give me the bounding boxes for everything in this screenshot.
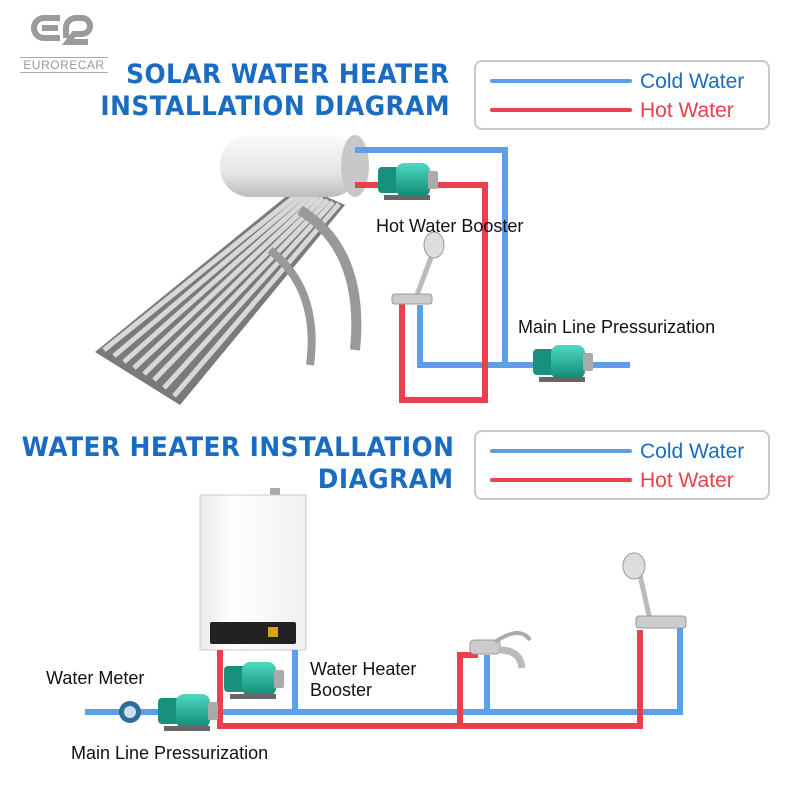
hot-water-booster-pump bbox=[378, 163, 438, 200]
hot-water-booster-label: Hot Water Booster bbox=[376, 216, 524, 236]
logo-text: EURORECAR bbox=[20, 57, 108, 73]
legend-hot-label: Hot Water bbox=[640, 469, 734, 492]
hot-water-pipes-solar bbox=[355, 182, 488, 403]
main-line-label-solar: Main Line Pressurization bbox=[518, 317, 716, 337]
hot-water-line bbox=[490, 478, 632, 482]
water-meter-label: Water Meter bbox=[46, 668, 145, 688]
brand-logo: EURORECAR bbox=[20, 12, 108, 73]
main-line-pump-solar bbox=[533, 345, 593, 382]
legend-hot-label: Hot Water bbox=[640, 99, 734, 122]
main-line-pump-heater bbox=[158, 694, 218, 731]
heater-title-line2: DIAGRAM bbox=[318, 464, 454, 495]
cold-water-line bbox=[490, 449, 632, 453]
faucet bbox=[469, 631, 532, 669]
logo-mark-icon bbox=[31, 15, 93, 45]
solar-collector bbox=[95, 185, 362, 405]
water-heater-booster-label-line2: Booster bbox=[310, 680, 373, 700]
water-heater-booster-pump bbox=[224, 662, 284, 699]
solar-title-line1: SOLAR WATER HEATER bbox=[126, 59, 450, 90]
main-line-label-heater: Main Line Pressurization bbox=[71, 743, 269, 763]
solar-title-line2: INSTALLATION DIAGRAM bbox=[100, 91, 450, 122]
heater-legend: Cold Water Hot Water bbox=[474, 430, 770, 500]
water-meter bbox=[119, 701, 141, 723]
water-heater-unit bbox=[199, 488, 307, 651]
legend-cold-label: Cold Water bbox=[640, 440, 745, 463]
legend-cold-label: Cold Water bbox=[640, 70, 745, 93]
hot-water-pipes-heater bbox=[217, 630, 643, 729]
heater-title-line1: WATER HEATER INSTALLATION bbox=[21, 432, 454, 463]
solar-legend: Cold Water Hot Water bbox=[474, 60, 770, 130]
shower-head-solar bbox=[391, 231, 445, 305]
hot-water-line bbox=[490, 108, 632, 112]
water-heater-booster-label-line1: Water Heater bbox=[310, 659, 417, 679]
solar-tank bbox=[220, 135, 369, 197]
cold-water-pipes-heater bbox=[85, 628, 683, 715]
cold-water-line bbox=[490, 79, 632, 83]
shower-head-heater bbox=[622, 552, 687, 629]
